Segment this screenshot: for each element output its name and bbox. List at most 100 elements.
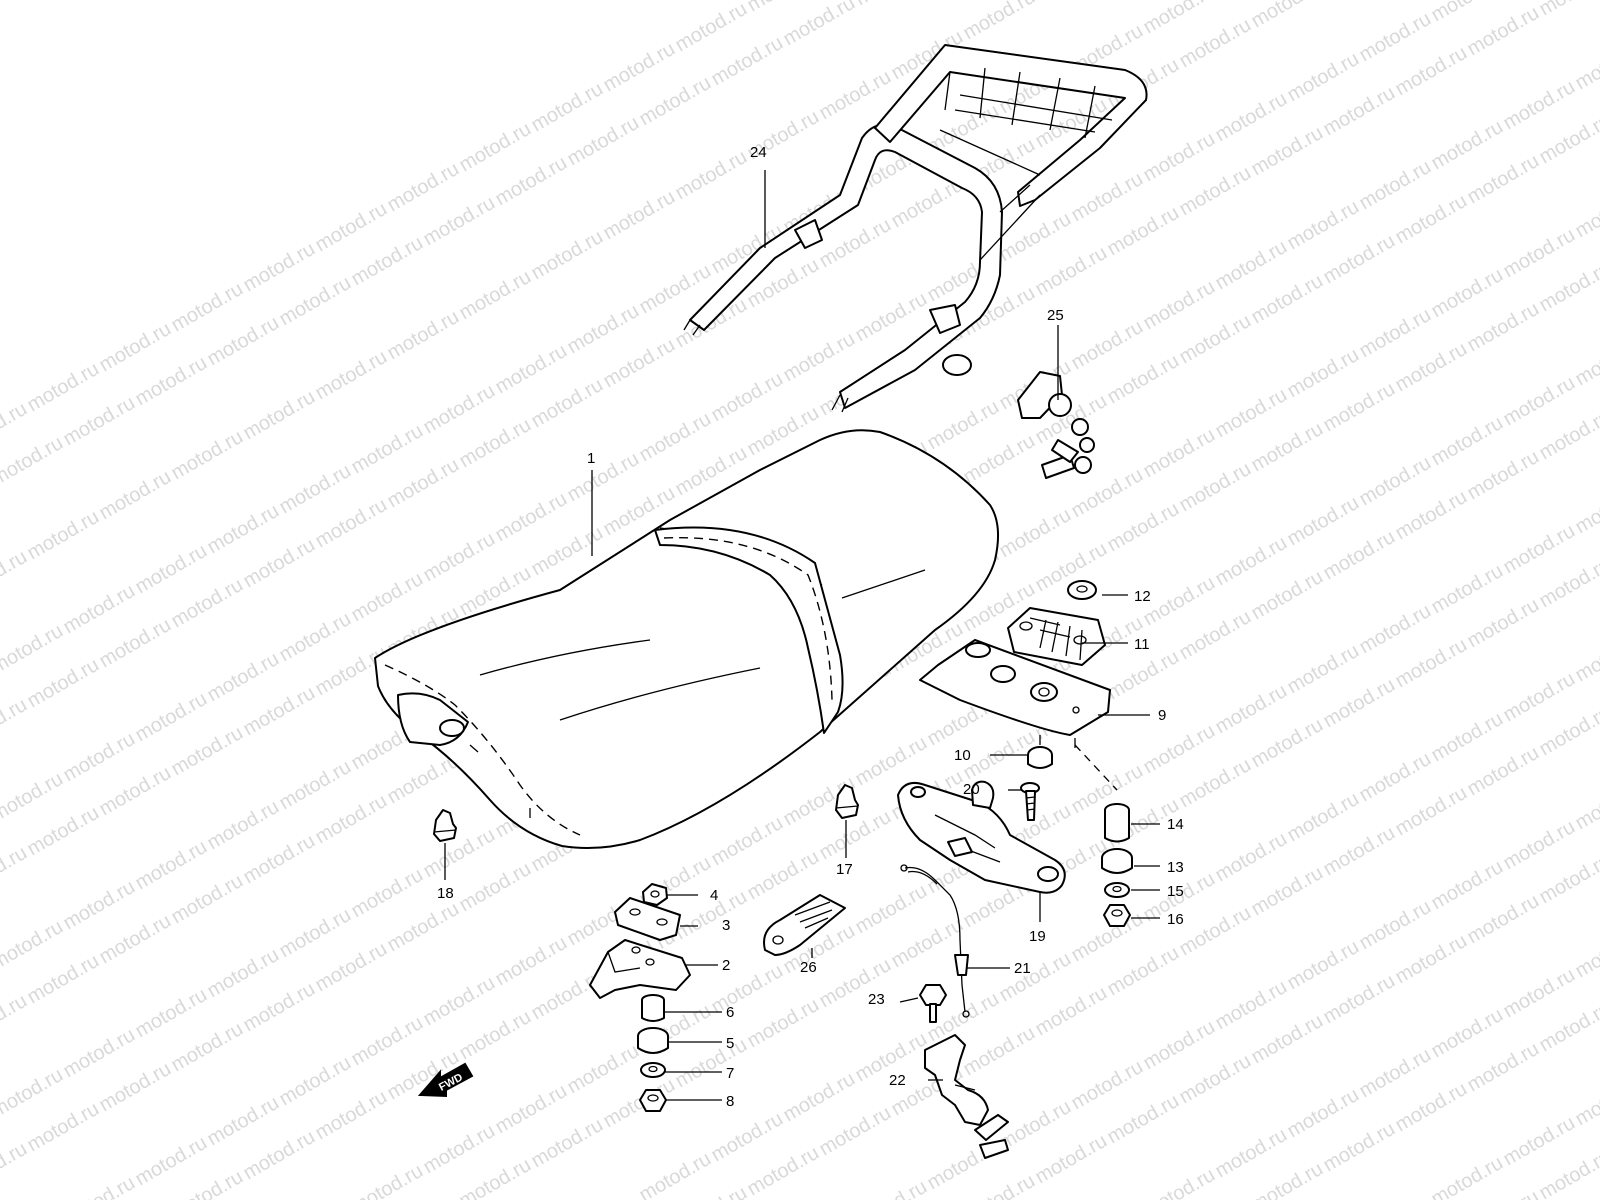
watermark-text: motod.ru [1176, 754, 1255, 813]
watermark-text: motod.ru [1356, 1044, 1435, 1103]
rubber-part-10[interactable] [1027, 746, 1053, 769]
watermark-text: motod.ru [1284, 936, 1363, 995]
watermark-text: motod.ru [1356, 748, 1435, 807]
bracket-part-2[interactable] [589, 939, 691, 999]
label-5: 5 [726, 1035, 734, 1052]
watermark-text: motod.ru [420, 972, 499, 1031]
watermark-text: motod.ru [60, 1172, 139, 1200]
bumper-part-18[interactable] [433, 809, 457, 842]
washer-part-7[interactable] [640, 1062, 666, 1078]
watermark-text: motod.ru [1536, 1146, 1600, 1200]
watermark-text: motod.ru [1392, 42, 1471, 101]
watermark-text: motod.ru [1500, 1112, 1579, 1171]
watermark-text: motod.ru [1428, 116, 1507, 175]
watermark-text: motod.ru [24, 1098, 103, 1157]
watermark-text: motod.ru [168, 278, 247, 337]
lock-bracket-part-19[interactable] [897, 780, 1066, 894]
watermark-text: motod.ru [1392, 634, 1471, 693]
watermark-text: motod.ru [276, 608, 355, 667]
watermark-text: motod.ru [564, 448, 643, 507]
watermark-text: motod.ru [1176, 310, 1255, 369]
watermark-text: motod.ru [1320, 822, 1399, 881]
watermark-text: motod.ru [1464, 298, 1543, 357]
collar-part-14[interactable] [1104, 803, 1130, 843]
watermark-text: motod.ru [96, 762, 175, 821]
cushion-part-5[interactable] [637, 1027, 669, 1054]
watermark-text: motod.ru [492, 1080, 571, 1139]
watermark-text: motod.ru [1392, 486, 1471, 545]
watermark-text: motod.ru [1212, 828, 1291, 887]
watermark-text: motod.ru [600, 186, 679, 245]
watermark-text: motod.ru [1392, 190, 1471, 249]
watermark-text: motod.ru [312, 198, 391, 257]
watermark-text: motod.ru [60, 580, 139, 639]
watermark-text: motod.ru [96, 1058, 175, 1117]
watermark-text: motod.ru [1392, 338, 1471, 397]
watermark-text: motod.ru [0, 842, 31, 901]
washer-part-15[interactable] [1104, 882, 1130, 898]
watermark-text: motod.ru [1104, 942, 1183, 1001]
watermark-text: motod.ru [1068, 1056, 1147, 1115]
bolt-part-23[interactable] [919, 984, 947, 1023]
label-tag-part-26[interactable] [763, 894, 846, 956]
nut-part-8[interactable] [639, 1089, 667, 1112]
watermark-text: motod.ru [420, 192, 499, 251]
rubber-cushion-part-11[interactable] [1007, 607, 1106, 666]
watermark-text: motod.ru [528, 226, 607, 285]
watermark-text: motod.ru [1176, 606, 1255, 665]
label-10: 10 [954, 747, 971, 764]
nut-part-16[interactable] [1103, 904, 1131, 927]
watermark-text: motod.ru [276, 904, 355, 963]
watermark-text: motod.ru [60, 876, 139, 935]
watermark-text: motod.ru [1320, 970, 1399, 1029]
watermark-text: motod.ru [420, 528, 499, 587]
watermark-text: motod.ru [1248, 1158, 1327, 1200]
watermark-text: motod.ru [96, 318, 175, 377]
watermark-text: motod.ru [24, 506, 103, 565]
watermark-text: motod.ru [240, 238, 319, 297]
watermark-text: motod.ru [1320, 1118, 1399, 1177]
watermark-text: motod.ru [348, 864, 427, 923]
seat-part-1[interactable] [374, 429, 1000, 849]
bumper-part-17[interactable] [835, 784, 859, 819]
cushion-part-13[interactable] [1101, 848, 1133, 874]
watermark-text: motod.ru [1320, 526, 1399, 585]
rear-carrier-part-24[interactable] [683, 44, 1148, 413]
screw-part-20[interactable] [1020, 782, 1040, 821]
watermark-text: motod.ru [348, 420, 427, 479]
seat-plate-part-9[interactable] [919, 639, 1111, 748]
washer-part-12[interactable] [1067, 580, 1097, 600]
collar-part-6[interactable] [641, 994, 665, 1022]
watermark-text: motod.ru [528, 1114, 607, 1173]
watermark-text: motod.ru [1032, 982, 1111, 1041]
watermark-text: motod.ru [1140, 128, 1219, 187]
watermark-text: motod.ru [204, 500, 283, 559]
lock-key-part-22[interactable] [924, 1034, 1009, 1159]
seat-lock-part-25[interactable] [1017, 371, 1095, 479]
label-9: 9 [1158, 707, 1166, 724]
cable-part-21[interactable] [900, 864, 970, 1018]
watermark-text: motod.ru [1248, 1010, 1327, 1069]
watermark-text: motod.ru [0, 620, 67, 679]
plate-part-3[interactable] [614, 897, 681, 941]
watermark-text: motod.ru [60, 1024, 139, 1083]
watermark-text: motod.ru [1464, 150, 1543, 209]
watermark-text: motod.ru [744, 994, 823, 1053]
watermark-text: motod.ru [312, 938, 391, 997]
label-16: 16 [1167, 911, 1184, 928]
label-3: 3 [722, 917, 730, 934]
watermark-text: motod.ru [204, 648, 283, 707]
watermark-text: motod.ru [1428, 560, 1507, 619]
watermark-text: motod.ru [996, 948, 1075, 1007]
label-21: 21 [1014, 960, 1031, 977]
watermark-text: motod.ru [456, 1006, 535, 1065]
watermark-text: motod.ru [564, 1040, 643, 1099]
watermark-text: motod.ru [744, 1142, 823, 1200]
leader-lines [444, 170, 1160, 1101]
watermark-text: motod.ru [1428, 264, 1507, 323]
watermark-text: motod.ru [1572, 332, 1600, 391]
watermark-text: motod.ru [1140, 720, 1219, 779]
label-20: 20 [963, 781, 980, 798]
watermark-text: motod.ru [1284, 788, 1363, 847]
